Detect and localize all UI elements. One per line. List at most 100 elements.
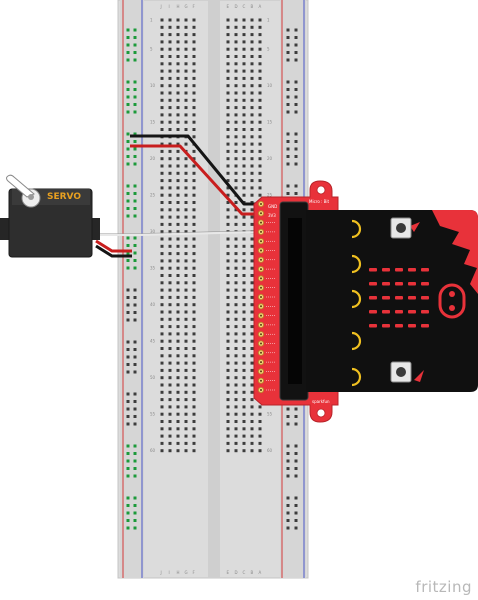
breadboard-hole	[176, 25, 180, 29]
breadboard-hole	[258, 47, 262, 51]
breadboard-hole	[192, 171, 196, 175]
breadboard-hole	[184, 40, 188, 44]
breadboard-hole	[250, 427, 254, 431]
servo-ground-wire[interactable]	[95, 244, 132, 258]
rail-hole	[294, 103, 298, 106]
breadboard-hole	[226, 244, 230, 248]
breadboard-hole	[234, 383, 238, 387]
power-jumper-wire[interactable]	[130, 144, 262, 216]
breadboard-hole	[176, 237, 180, 241]
rail-hole	[133, 311, 137, 314]
breadboard-hole	[234, 149, 238, 153]
breadboard-hole	[184, 361, 188, 365]
breadboard-hole	[184, 84, 188, 88]
breadboard-hole	[226, 215, 230, 219]
row-number: 10	[150, 83, 156, 88]
breadboard-hole	[176, 368, 180, 372]
breadboard-hole	[226, 405, 230, 409]
breadboard-hole	[176, 274, 180, 277]
microbit[interactable]	[306, 210, 478, 392]
rail-hole	[133, 288, 137, 292]
breadboard-hole	[168, 332, 172, 336]
rail-hole	[286, 58, 290, 62]
breadboard-hole	[242, 193, 246, 197]
breadboard-hole	[192, 288, 196, 292]
breadboard-hole	[250, 98, 254, 102]
rail-hole	[126, 474, 130, 478]
breadboard-hole	[192, 281, 196, 285]
breadboard-hole	[226, 383, 230, 387]
breadboard-hole	[192, 310, 196, 314]
rail-hole	[126, 296, 130, 299]
breadboard-hole	[250, 179, 254, 183]
led	[369, 324, 377, 328]
header-pin-hole	[260, 240, 262, 243]
rail-hole	[286, 474, 290, 478]
header-pin-hole	[260, 389, 262, 391]
led-matrix	[369, 268, 429, 328]
breadboard-hole	[192, 354, 196, 358]
breadboard-hole	[160, 310, 164, 314]
button-b[interactable]	[390, 361, 412, 383]
breadboard-hole	[160, 201, 164, 204]
column-letter: F	[193, 4, 196, 9]
breadboard-hole	[160, 295, 164, 299]
breadboard-hole	[160, 113, 164, 117]
rail-hole	[126, 288, 130, 292]
servo-label: SERVO	[47, 192, 81, 202]
row-number: 50	[150, 375, 156, 380]
breadboard-hole	[250, 266, 254, 270]
led	[408, 282, 416, 286]
row-number: 15	[267, 120, 273, 125]
header-pin-hole	[260, 323, 262, 326]
breadboard-hole	[168, 274, 172, 277]
breadboard-hole	[192, 303, 196, 307]
servo-signal-wire[interactable]	[96, 231, 263, 236]
servo-motor[interactable]: SERVO	[0, 174, 100, 258]
breadboard-hole	[226, 120, 230, 124]
breadboard-hole	[226, 142, 230, 146]
servo-power-wire[interactable]	[95, 239, 132, 253]
breadboard-hole	[234, 252, 238, 256]
breadboard-hole	[242, 434, 246, 438]
rail-hole	[133, 236, 137, 240]
rail-hole	[286, 415, 290, 418]
breadboard-hole	[176, 332, 180, 336]
ground-jumper-wire[interactable]	[130, 134, 262, 206]
breadboard-hole	[168, 412, 172, 416]
breadboard-hole	[184, 259, 188, 263]
servo-horn-icon[interactable]	[6, 174, 35, 198]
rail-hole	[133, 110, 137, 114]
breadboard-hole	[226, 157, 230, 161]
edge-pad	[351, 331, 362, 351]
breadboard-hole	[242, 69, 246, 73]
breadboard-hole	[226, 449, 230, 453]
breadboard-hole	[160, 339, 164, 343]
breadboard-hole	[226, 201, 230, 204]
breadboard-hole	[226, 208, 230, 212]
rail-hole	[126, 80, 130, 84]
rail-hole	[126, 526, 130, 530]
breadboard-hole	[176, 405, 180, 409]
header-pin-hole	[260, 221, 262, 224]
breadboard-hole	[226, 98, 230, 102]
breadboard-hole	[226, 317, 230, 321]
breadboard-hole	[168, 390, 172, 394]
button-a[interactable]	[390, 217, 412, 239]
breadboard-hole	[160, 259, 164, 263]
breadboard-hole	[192, 47, 196, 51]
breadboard-hole	[258, 427, 262, 431]
column-letter: I	[169, 570, 170, 575]
rail-hole	[126, 392, 130, 396]
rail-hole	[126, 132, 130, 136]
breadboard-hole	[226, 259, 230, 263]
led	[382, 282, 390, 286]
breadboard-hole	[176, 201, 180, 204]
breadboard-hole	[184, 339, 188, 343]
breadboard-hole	[242, 427, 246, 431]
breadboard-hole	[242, 106, 246, 110]
breadboard-hole	[258, 98, 262, 102]
breadboard-hole	[226, 164, 230, 168]
header-pin-hole	[260, 286, 262, 289]
